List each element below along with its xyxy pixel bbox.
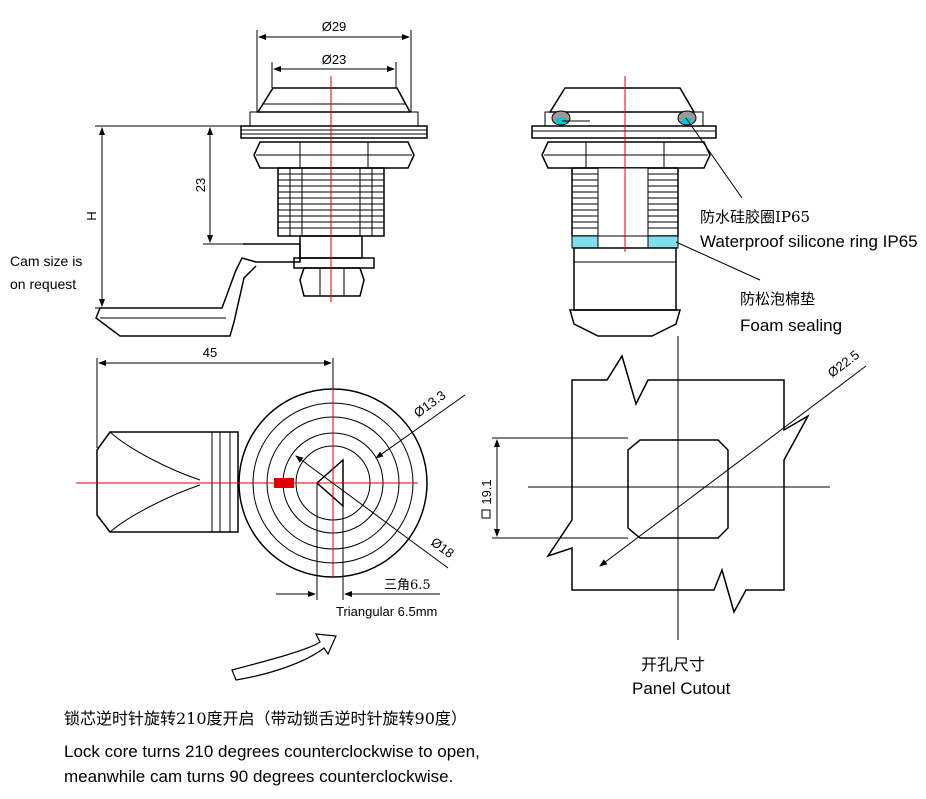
triangular-label-en: Triangular 6.5mm bbox=[336, 604, 437, 619]
foam-sealing-label-en: Foam sealing bbox=[740, 316, 842, 335]
panel-cutout-label-en: Panel Cutout bbox=[632, 679, 731, 698]
side-view: Ø29 Ø23 23 H Cam size is on request bbox=[10, 19, 428, 337]
waterproof-ring-label-en: Waterproof silicone ring IP65 bbox=[700, 232, 918, 251]
panel-cutout-view: Ø22.5 19.1 开孔尺寸 Panel Cutout bbox=[479, 336, 867, 698]
foam-sealing-label-cn: 防松泡棉垫 bbox=[740, 290, 815, 308]
dim-d13-3: Ø13.3 bbox=[411, 387, 448, 420]
rotation-notes: 锁芯逆时针旋转210度开启（带动锁舌逆时针旋转90度） Lock core tu… bbox=[64, 709, 480, 786]
rotation-arrow-icon bbox=[231, 633, 337, 681]
rotation-note-cn: 锁芯逆时针旋转210度开启（带动锁舌逆时针旋转90度） bbox=[64, 709, 467, 728]
section-view: 防水硅胶圈IP65 Waterproof silicone ring IP65 … bbox=[531, 76, 918, 337]
waterproof-ring-label-cn: 防水硅胶圈IP65 bbox=[700, 208, 810, 226]
dim-d23: Ø23 bbox=[322, 52, 347, 67]
cam-size-note-line2: on request bbox=[10, 276, 76, 292]
cam-size-note-line1: Cam size is bbox=[10, 253, 82, 269]
rotation-note-en-line2: meanwhile cam turns 90 degrees countercl… bbox=[64, 767, 453, 786]
dim-h: H bbox=[84, 211, 99, 220]
top-view: Ø13.3 Ø18 45 三角6.5 Triangular 6.5mm bbox=[76, 345, 466, 681]
dim-d22-5: Ø22.5 bbox=[825, 347, 862, 380]
dim-d29: Ø29 bbox=[322, 19, 347, 34]
rotation-note-en-line1: Lock core turns 210 degrees counterclock… bbox=[64, 742, 480, 761]
dim-s19-1: 19.1 bbox=[479, 479, 494, 504]
panel-cutout-label-cn: 开孔尺寸 bbox=[641, 655, 705, 674]
triangular-label-cn: 三角6.5 bbox=[384, 578, 431, 593]
dim-h23: 23 bbox=[193, 178, 208, 192]
dim-w45: 45 bbox=[203, 345, 217, 360]
